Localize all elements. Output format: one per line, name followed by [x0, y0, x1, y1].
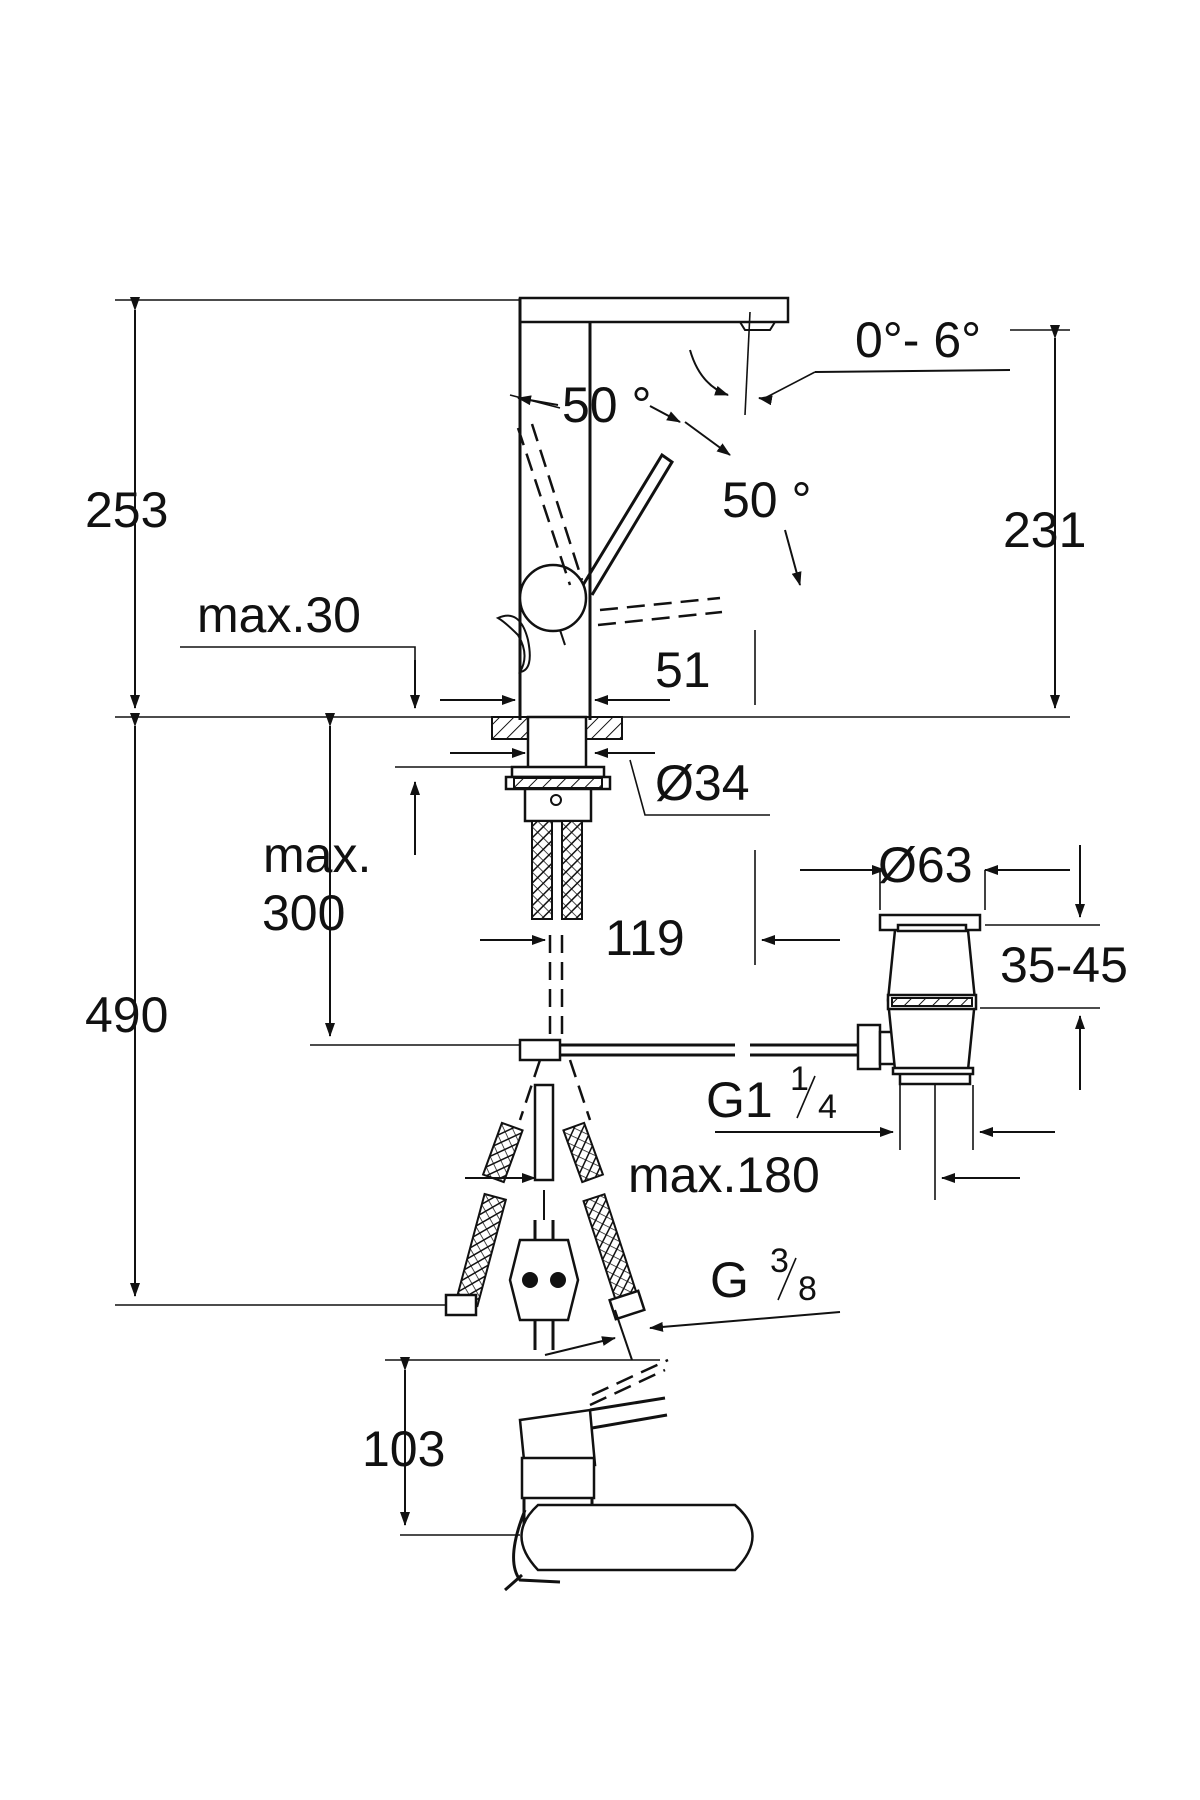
dimension-labels: 253 231 50 ° 50 ° 0°- 6° max.30 51 Ø34 m… — [85, 312, 1128, 1477]
label-g: G — [710, 1252, 749, 1308]
popup-waste — [518, 913, 982, 1086]
label-diameter-34: Ø34 — [655, 755, 750, 811]
fraction-slash-2 — [777, 1257, 797, 1301]
faucet-elevation — [491, 296, 790, 920]
label-253: 253 — [85, 482, 168, 538]
exploded-supply-parts — [444, 935, 646, 1361]
label-50-back: 50 ° — [562, 377, 652, 433]
label-35-45: 35-45 — [1000, 937, 1128, 993]
handle-side-view — [504, 1358, 754, 1592]
label-tilt: 0°- 6° — [855, 312, 981, 368]
label-50-front: 50 ° — [722, 472, 812, 528]
label-g1-den: 4 — [818, 1088, 837, 1126]
label-max: max. — [263, 827, 371, 883]
label-diameter-63: Ø63 — [878, 837, 973, 893]
label-g1-num: 1 — [790, 1060, 809, 1098]
fraction-slash — [796, 1075, 816, 1119]
label-51: 51 — [655, 642, 711, 698]
label-max30: max.30 — [197, 587, 361, 643]
label-g-num: 3 — [770, 1242, 789, 1280]
label-300: 300 — [262, 885, 345, 941]
label-max180: max.180 — [628, 1147, 820, 1203]
label-g1: G1 — [706, 1072, 773, 1128]
label-231: 231 — [1003, 502, 1086, 558]
reference-lines — [115, 299, 1070, 1536]
dimension-lines — [130, 297, 1100, 1526]
label-g-den: 8 — [798, 1270, 817, 1308]
label-103: 103 — [362, 1421, 445, 1477]
label-119: 119 — [605, 910, 685, 966]
label-490: 490 — [85, 987, 168, 1043]
